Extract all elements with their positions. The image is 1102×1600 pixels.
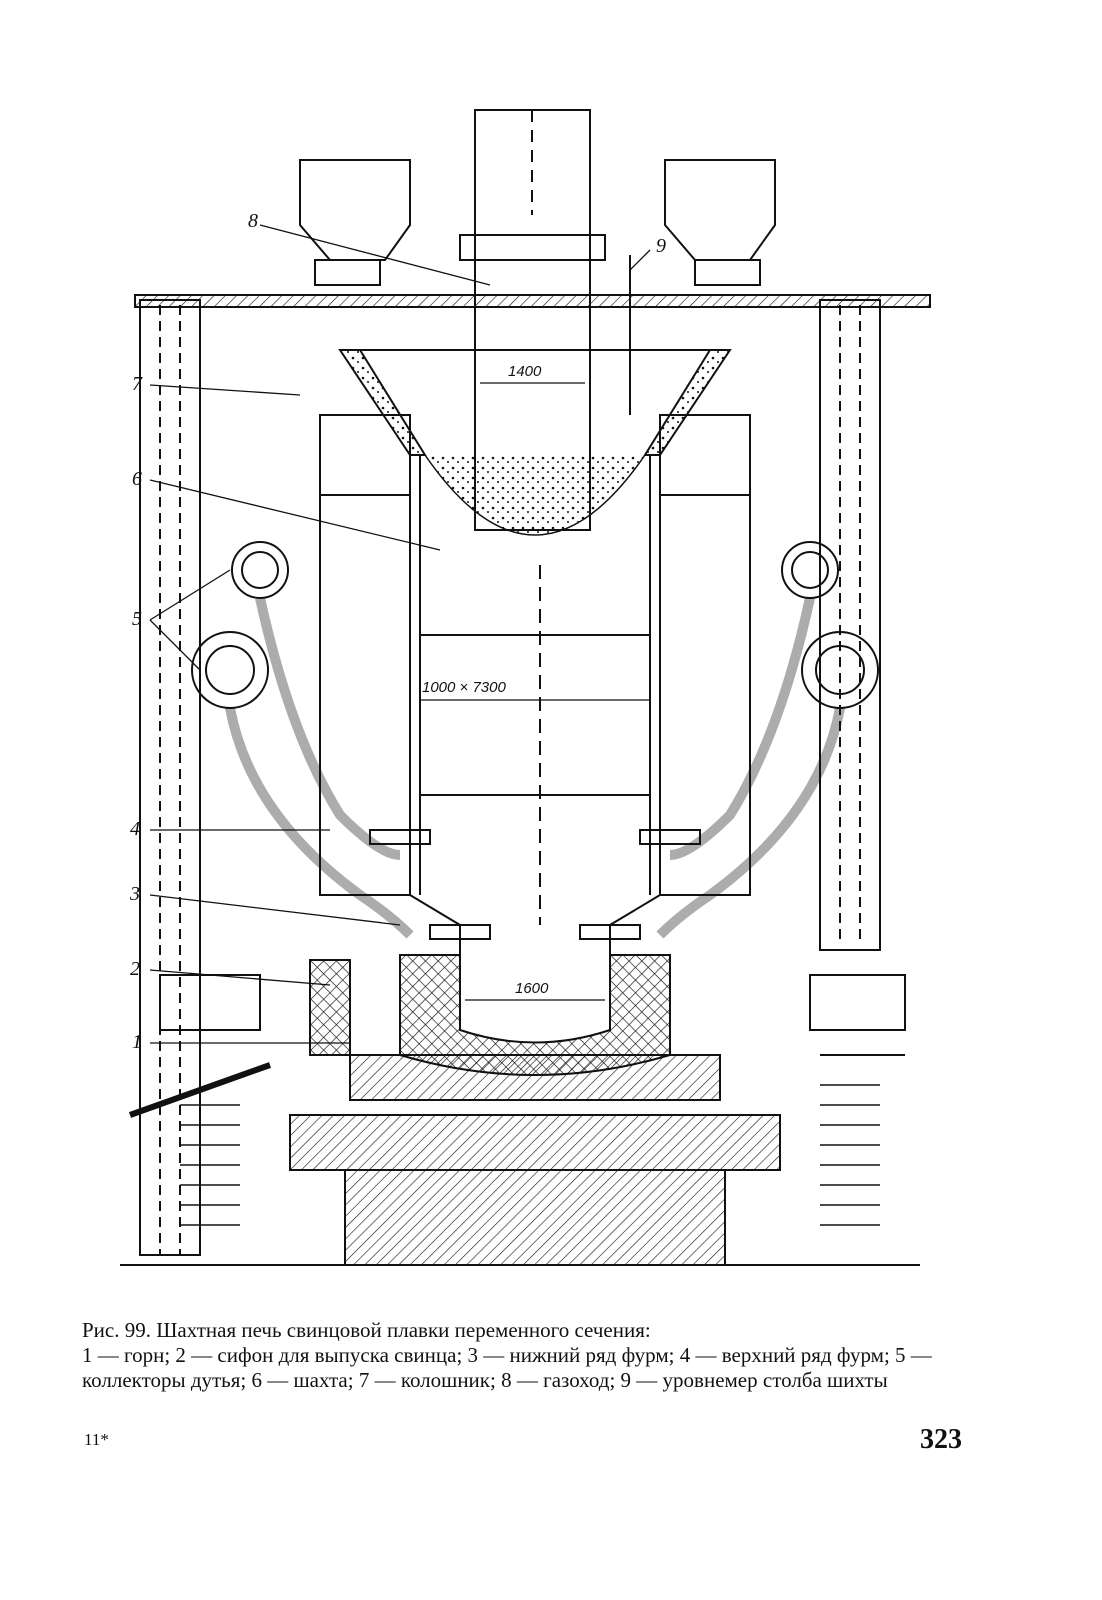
- furnace-drawing: 8 9 7 6 5 4 3 2 1 1400 1000 × 7300 1600: [120, 95, 950, 1290]
- page-number: 323: [920, 1424, 962, 1455]
- callout-9: 9: [656, 235, 666, 257]
- dimension-middle: 1000 × 7300: [422, 679, 506, 696]
- callout-4: 4: [130, 818, 140, 840]
- callout-8: 8: [248, 210, 258, 232]
- top-floor-slab: [134, 294, 931, 308]
- callout-5: 5: [132, 608, 142, 630]
- charge-surface: [424, 454, 646, 536]
- callout-7: 7: [132, 373, 142, 395]
- dimension-top: 1400: [508, 363, 542, 380]
- right-outer-column: [819, 299, 881, 951]
- callout-1: 1: [132, 1031, 142, 1053]
- lower-left-collector: [191, 631, 269, 709]
- foundation-plate: [289, 1114, 781, 1171]
- left-throat-cone: [338, 349, 427, 456]
- caption-body: 1 — горн; 2 — сифон для выпуска свинца; …: [82, 1343, 932, 1392]
- foundation: [344, 1169, 726, 1266]
- caption-title: Рис. 99. Шахтная печь свинцовой плавки п…: [82, 1318, 651, 1342]
- right-hopper: [664, 159, 776, 261]
- left-outer-column: [139, 299, 201, 1256]
- figure-caption: Рис. 99. Шахтная печь свинцовой плавки п…: [82, 1318, 982, 1393]
- upper-right-collector: [781, 541, 839, 599]
- right-throat-cone: [643, 349, 732, 456]
- callout-2: 2: [130, 958, 140, 980]
- callout-3: 3: [130, 883, 140, 905]
- furnace-diagram-svg: [120, 109, 931, 1266]
- dimension-bottom: 1600: [515, 980, 549, 997]
- lower-right-collector: [801, 631, 879, 709]
- upper-left-collector: [231, 541, 289, 599]
- signature-mark: 11*: [84, 1430, 109, 1449]
- left-hopper: [299, 159, 411, 261]
- hearth-bottom: [349, 1054, 721, 1101]
- lead-siphon: [309, 959, 351, 1056]
- callout-6: 6: [132, 468, 142, 490]
